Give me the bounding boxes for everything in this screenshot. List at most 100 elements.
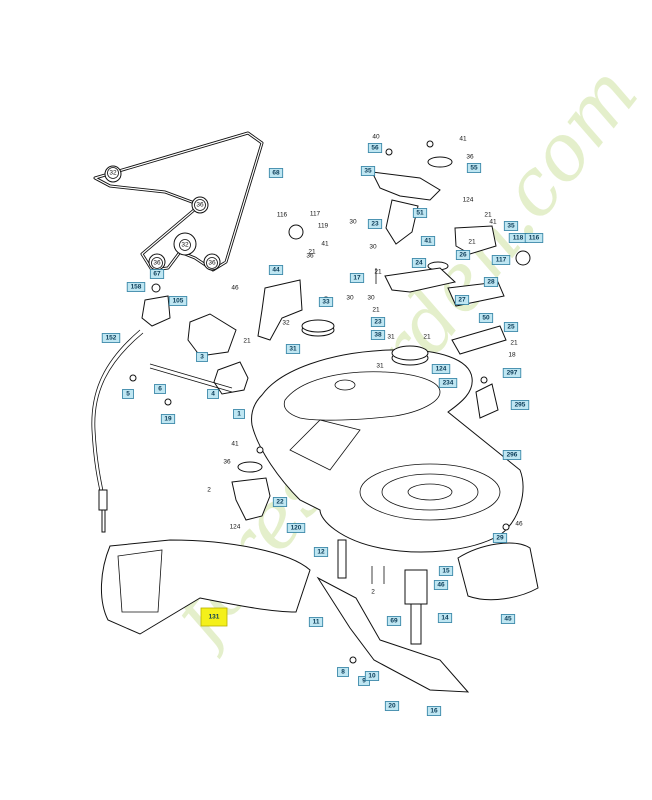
callout-text: 23 [374, 319, 382, 326]
deck-baffle [457, 542, 539, 601]
callout-text: 44 [272, 267, 280, 274]
callout-text: 46 [231, 285, 239, 292]
callout-circle [151, 257, 163, 269]
callout-67: 67 [149, 269, 165, 279]
callout-51: 51 [412, 208, 428, 218]
callout-text: 30 [346, 295, 354, 302]
callout-text: 19 [164, 416, 172, 423]
callout-text: 41 [459, 136, 467, 143]
discharge-chute [100, 539, 311, 635]
callout-text: 116 [529, 235, 540, 242]
callout-text: 24 [415, 260, 423, 267]
callout-18: 18 [508, 352, 516, 359]
callout-41: 41 [420, 236, 436, 246]
callout-box [437, 613, 453, 623]
callout-16: 16 [426, 706, 442, 716]
callout-text: 117 [496, 257, 507, 264]
callout-text: 56 [371, 145, 379, 152]
callout-152: 152 [101, 333, 121, 343]
callout-119: 119 [318, 223, 329, 230]
callout-117: 117 [491, 255, 511, 265]
callout-text: 12 [317, 549, 325, 556]
callout-text: 68 [272, 170, 280, 177]
callout-text: 50 [482, 315, 490, 322]
callout-text: 3 [200, 354, 204, 361]
callout-120: 120 [286, 523, 306, 533]
callout-116: 116 [524, 233, 544, 243]
callout-text: 296 [507, 452, 518, 459]
callout-box [431, 364, 451, 374]
callout-105: 105 [168, 296, 188, 306]
callout-11: 11 [308, 617, 324, 627]
callout-box [308, 617, 324, 627]
callout-box [272, 497, 288, 507]
callout-20: 20 [384, 701, 400, 711]
callout-box [524, 233, 544, 243]
callout-box [492, 533, 508, 543]
callout-21: 21 [468, 239, 476, 246]
callout-box [411, 258, 427, 268]
callout-46: 46 [515, 521, 523, 528]
callout-text: 2 [371, 589, 375, 596]
callout-box [200, 607, 228, 627]
callout-text: 8 [341, 669, 345, 676]
callout-text: 234 [443, 380, 454, 387]
control-cable [91, 329, 144, 533]
callout-124: 124 [431, 364, 451, 374]
callout-38: 38 [370, 330, 386, 340]
callout-text: 21 [510, 340, 518, 347]
deck-bracket-22 [231, 477, 271, 521]
callout-text: 35 [364, 168, 372, 175]
callout-box [268, 168, 284, 178]
callout-text: 36 [306, 253, 314, 260]
callout-21: 21 [423, 334, 431, 341]
callout-text: 69 [390, 618, 398, 625]
callout-36: 36 [151, 257, 163, 269]
callout-32: 32 [282, 320, 290, 327]
callout-296: 296 [502, 450, 522, 460]
callout-text: 21 [468, 239, 476, 246]
callout-box [122, 389, 134, 399]
callout-text: 21 [484, 212, 492, 219]
callout-text: 6 [158, 386, 162, 393]
blade-spindle [316, 539, 470, 693]
callout-116: 116 [277, 212, 288, 219]
callout-41: 41 [489, 219, 497, 226]
callout-box [466, 163, 482, 173]
callout-box [337, 667, 349, 677]
callout-5: 5 [122, 389, 134, 399]
callout-text: 41 [489, 219, 497, 226]
callout-36: 36 [194, 199, 206, 211]
callout-6: 6 [154, 384, 166, 394]
callout-117: 117 [310, 211, 321, 218]
callout-box [478, 313, 494, 323]
callout-36: 36 [206, 257, 218, 269]
callout-text: 33 [322, 299, 330, 306]
callout-box [384, 701, 400, 711]
callout-2: 2 [207, 487, 211, 494]
callout-text: 28 [487, 279, 495, 286]
callout-text: 32 [282, 320, 290, 327]
deck-pulleys [237, 156, 453, 473]
callout-25: 25 [503, 322, 519, 332]
callout-box [500, 614, 516, 624]
callout-text: 21 [423, 334, 431, 341]
callout-text: 116 [277, 212, 288, 219]
callout-118: 118 [508, 233, 528, 243]
callout-box [364, 671, 380, 681]
callout-text: 38 [374, 332, 382, 339]
callout-45: 45 [500, 614, 516, 624]
callout-text: 1 [237, 411, 241, 418]
callout-40: 40 [372, 134, 380, 141]
callout-text: 11 [313, 619, 320, 626]
callout-text: 158 [131, 284, 142, 291]
callout-box [438, 566, 454, 576]
callout-box [233, 409, 245, 419]
callout-124: 124 [230, 524, 241, 531]
callout-text: 117 [310, 211, 321, 218]
callout-31: 31 [387, 334, 395, 341]
callout-text: 27 [458, 297, 466, 304]
callout-text: 46 [437, 582, 445, 589]
